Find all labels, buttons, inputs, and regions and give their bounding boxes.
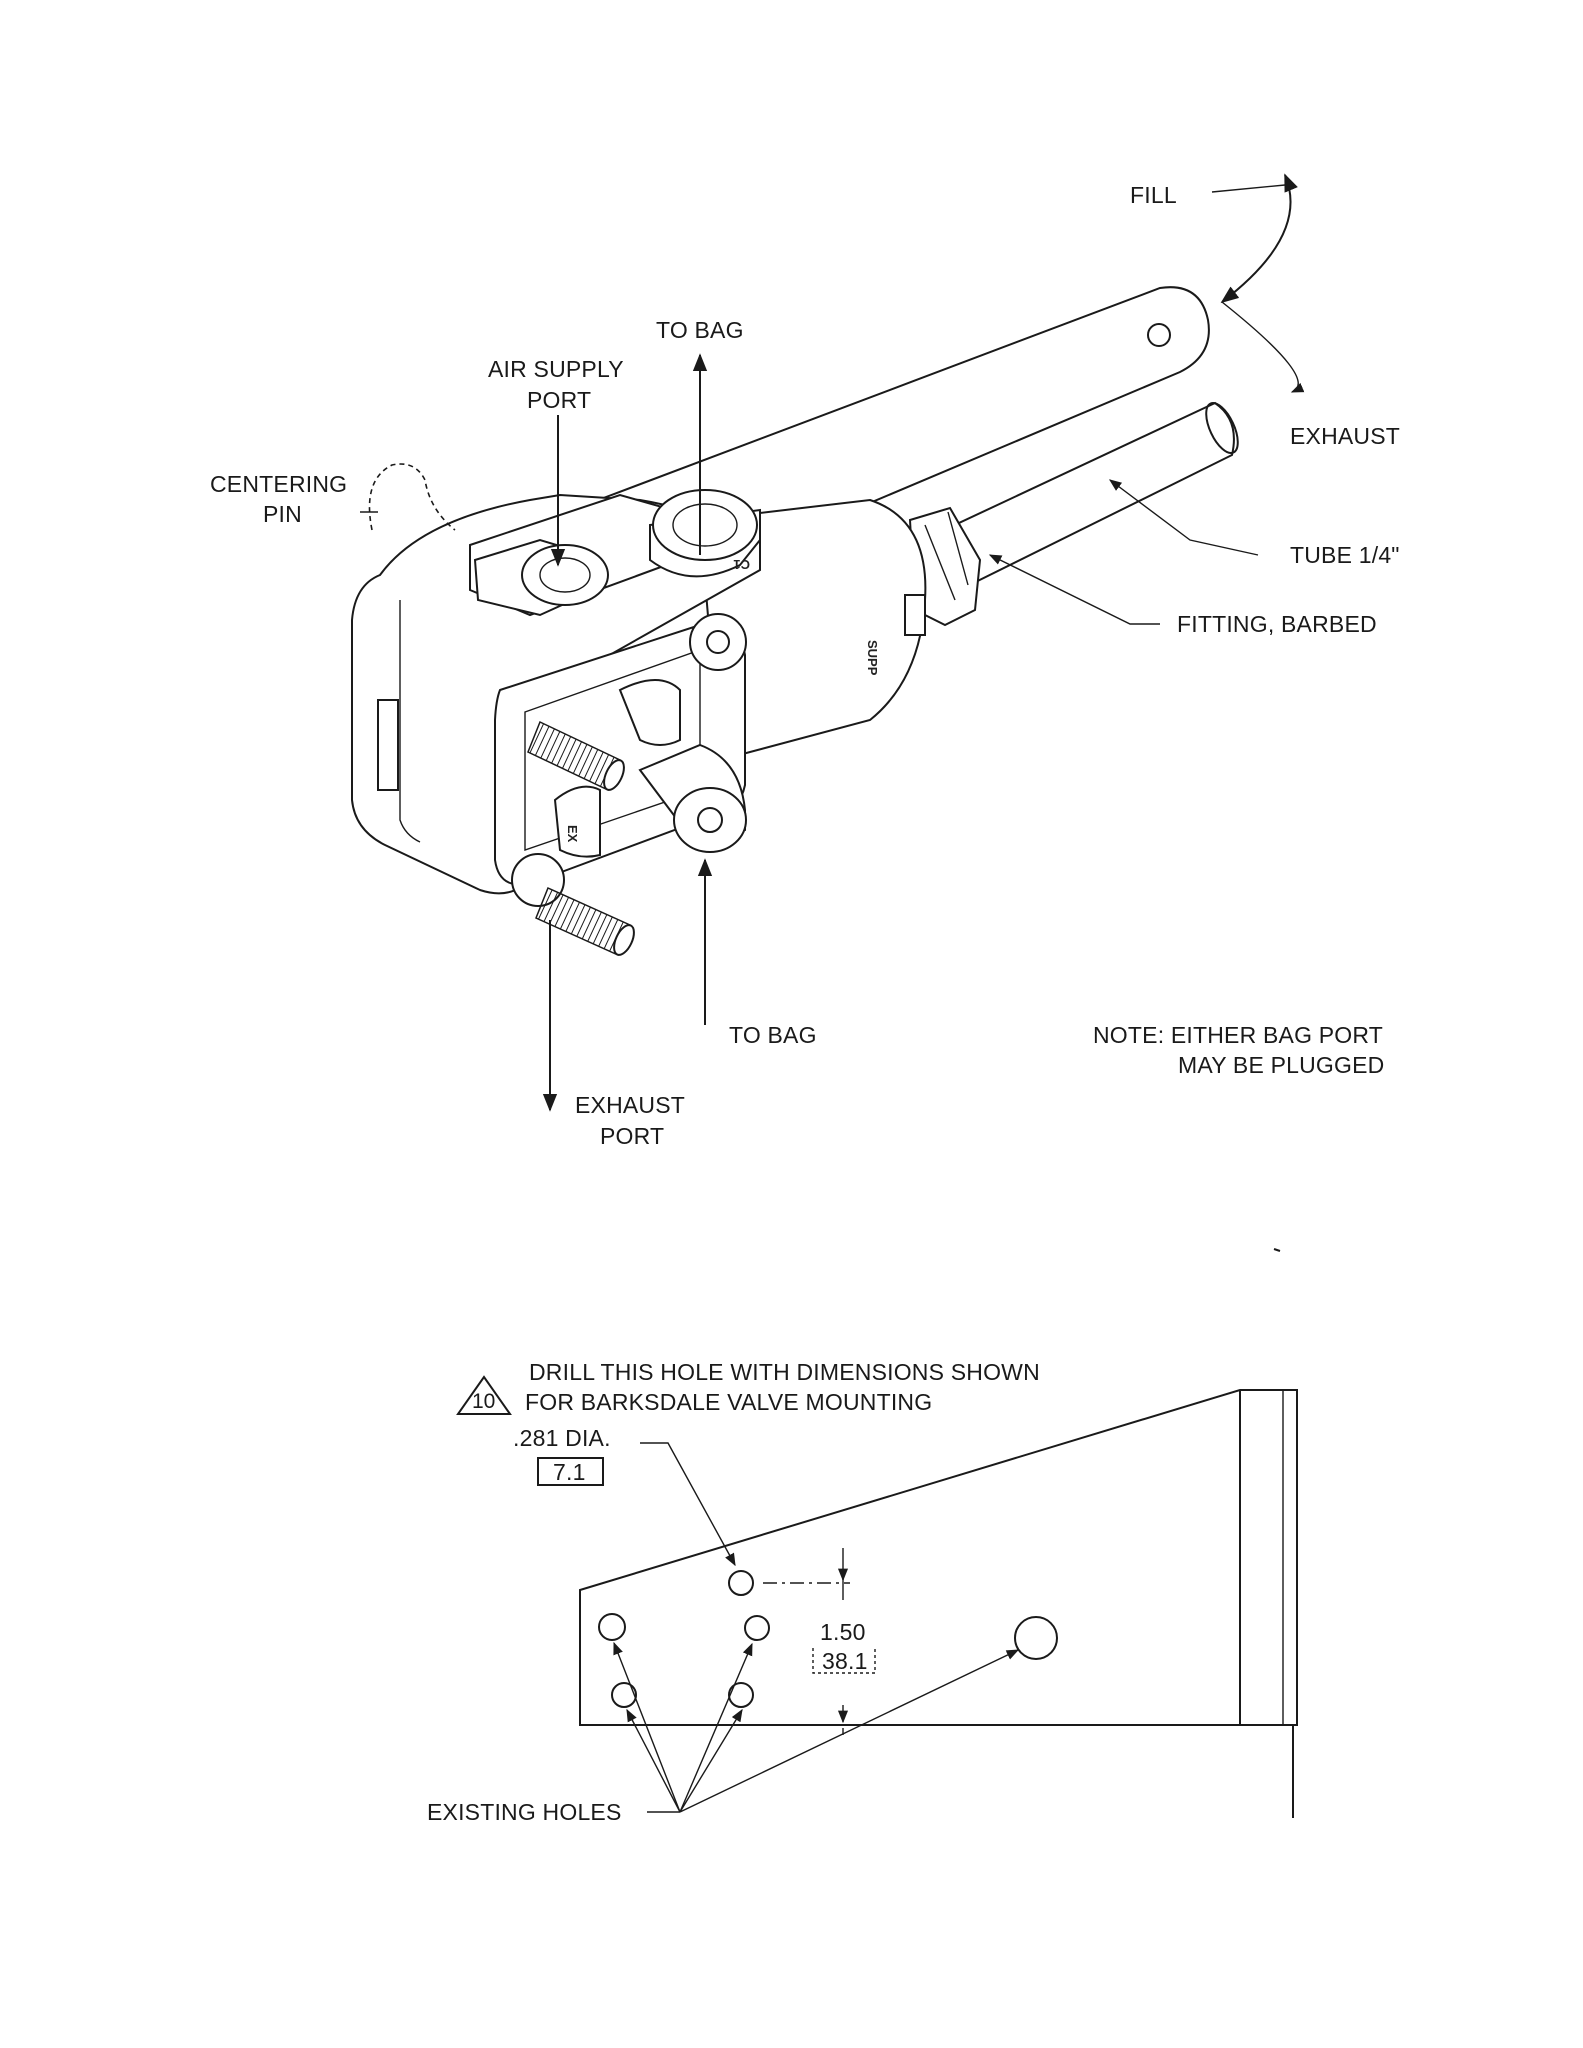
callout-triangle: 10 [456,1375,512,1415]
fill-label: FILL [1130,182,1177,208]
height-in-label: 1.50 [820,1619,866,1645]
callout-number: 10 [472,1390,495,1413]
ex-mark: EX [565,825,580,843]
existing-hole [598,1613,626,1641]
air-supply-label-line2: PORT [527,387,591,413]
plate-boss-top [689,613,747,671]
height-mm-label: 38.1 [822,1648,868,1674]
to-bag-top-label: TO BAG [656,317,744,343]
note-line1: NOTE: EITHER BAG PORT [1093,1022,1383,1048]
fill-label-leader [1211,184,1286,193]
valve-labels: FILL EXHAUST TO BAG AIR SUPPLY PORT CENT… [210,182,1400,1149]
supp-mark: SUPP [865,640,880,676]
hole-diameter-label: .281 DIA. [513,1425,611,1451]
centering-pin [368,463,456,531]
bracket-drawing: 10 [456,1375,1298,1818]
hole-diameter-leader [640,1442,736,1567]
stud-upper [527,720,625,792]
instruction-line2: FOR BARKSDALE VALVE MOUNTING [525,1389,932,1415]
to-bag-bottom-label: TO BAG [729,1022,817,1048]
cylinder-tab [904,594,926,636]
fitting-label: FITTING, BARBED [1177,611,1377,637]
bag-port-bottom [638,743,747,853]
instruction-line1: DRILL THIS HOLE WITH DIMENSIONS SHOWN [529,1359,1040,1385]
stud-lower [535,886,635,957]
tube-label: TUBE 1/4" [1290,542,1400,568]
lever-hole [1147,323,1171,347]
valve-leaders [360,173,1305,1112]
hole-diameter-mm-label: 7.1 [553,1459,586,1485]
metric-dia-box [537,1457,604,1486]
exhaust-direction-arrow [1221,301,1305,393]
existing-hole-large [1014,1616,1058,1660]
bracket-outline [579,1389,1298,1726]
fitting-leader [988,554,1160,625]
note-line2: MAY BE PLUGGED [1178,1052,1384,1078]
tube-leader [1108,479,1259,556]
existing-holes-leaders [613,1641,1020,1813]
bracket-labels: DRILL THIS HOLE WITH DIMENSIONS SHOWN FO… [427,1359,1040,1825]
new-mounting-hole [728,1570,754,1596]
existing-hole [611,1682,637,1708]
exhaust-port-label-line2: PORT [600,1123,664,1149]
existing-hole [728,1682,754,1708]
stray-mark [1273,1248,1281,1252]
c1-mark: C1 [733,557,750,572]
air-supply-label-line1: AIR SUPPLY [488,356,624,382]
centering-pin-label-line2: PIN [263,501,302,527]
housing-tab [377,699,399,791]
valve-illustration: SUPP C1 [351,286,1239,957]
existing-hole [744,1615,770,1641]
bag-port-top: C1 [649,489,761,578]
exhaust-port-label-line1: EXHAUST [575,1092,685,1118]
fill-exhaust-arrow [1220,173,1298,304]
existing-holes-label: EXISTING HOLES [427,1799,622,1825]
barbed-fitting [908,506,982,627]
exhaust-label: EXHAUST [1290,423,1400,449]
centering-pin-label-line1: CENTERING [210,471,347,497]
